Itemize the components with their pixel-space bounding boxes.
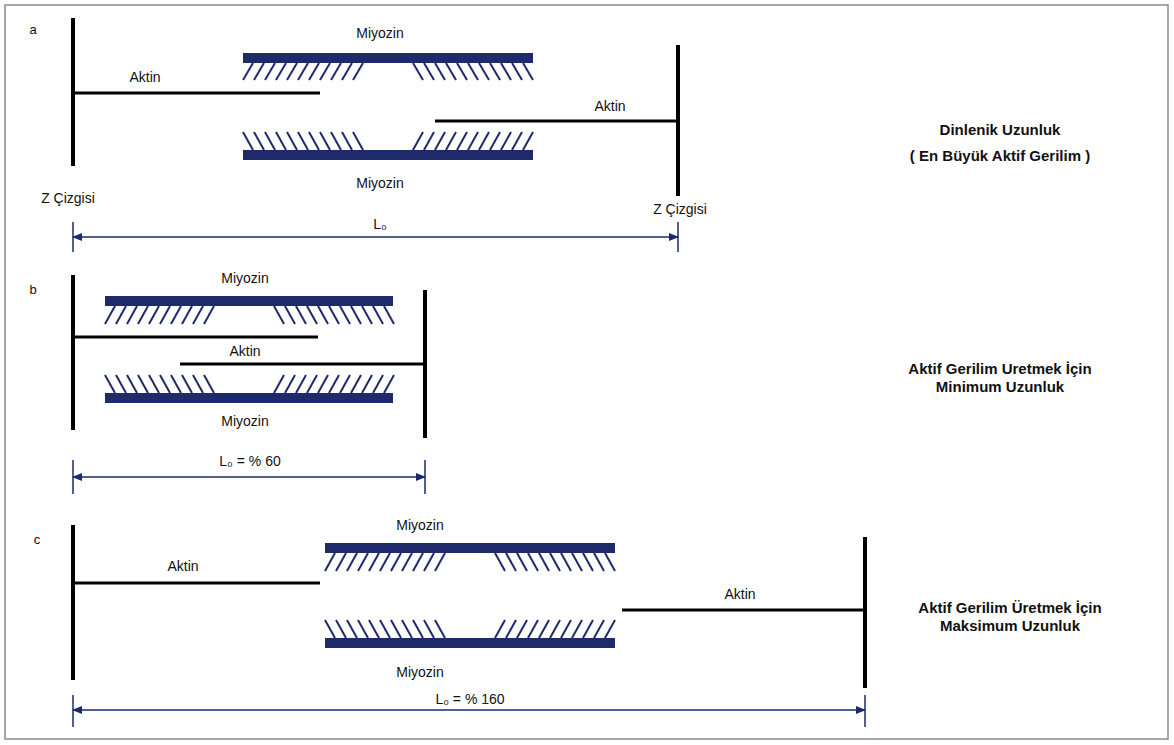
actin-label: Aktin [229,343,260,360]
myosin-label: Miyozin [221,413,268,430]
myosin-label: Miyozin [221,270,268,287]
state-title: Dinlenik Uzunluk [880,121,1120,139]
actin-label: Aktin [167,558,198,575]
actin-label: Aktin [594,98,625,115]
panel-b [73,275,425,494]
z-line-label: Z Çizgisi [653,201,707,218]
actin-label: Aktin [129,69,160,86]
length-label: L₀ [373,216,387,233]
panel-c [73,525,865,727]
state-note: ( En Büyük Aktif Gerilim ) [880,147,1120,165]
panel-letter: b [29,282,36,298]
z-line-label: Z Çizgisi [41,190,95,207]
length-label: L₀ = % 160 [435,691,504,708]
panel-letter: a [29,22,36,38]
panel-a [73,18,678,252]
state-title: Aktif Gerilim Uretmek İçin Minimum Uzunl… [880,360,1120,396]
myosin-label: Miyozin [356,175,403,192]
myosin-label: Miyozin [356,25,403,42]
frame [5,5,1168,739]
panel-letter: c [34,532,41,548]
myosin-label: Miyozin [396,664,443,681]
length-label: L₀ = % 60 [219,453,280,470]
actin-label: Aktin [724,586,755,603]
state-title: Aktif Gerilim Üretmek İçin Maksimum Uzun… [890,599,1130,635]
myosin-label: Miyozin [396,517,443,534]
